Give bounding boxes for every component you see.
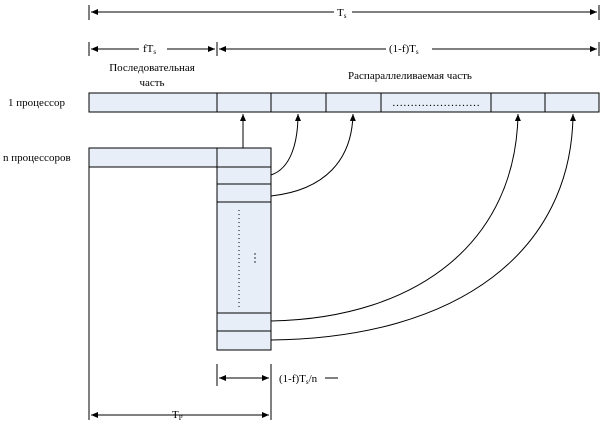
parallel-part-label: Распараллеливаемая часть	[348, 70, 472, 82]
sequential-part-label-2: часть	[139, 77, 164, 89]
per-processor-dimension: (1-f)Ts/n	[216, 364, 338, 386]
one-processor-label: 1 процессор	[8, 97, 65, 109]
rest-label: (1-f)Ts	[389, 43, 419, 56]
sequential-part-label: Последовательная	[109, 62, 195, 74]
tp-dimension: TP	[88, 167, 272, 422]
split-dimension: fTs (1-f)Ts	[88, 41, 600, 56]
n-processors-label: n процессоров	[3, 152, 71, 164]
per-processor-label: (1-f)Ts/n	[279, 373, 318, 386]
fts-label: fTs	[143, 43, 156, 56]
tp-label: TP	[172, 409, 183, 422]
ts-dimension: Ts	[88, 5, 600, 20]
row-ellipsis: ……………………	[392, 97, 480, 109]
ts-label: Ts	[337, 7, 347, 20]
mapping-arrows	[240, 113, 576, 341]
n-processors-row	[88, 147, 272, 351]
one-processor-row: ……………………	[88, 92, 600, 113]
